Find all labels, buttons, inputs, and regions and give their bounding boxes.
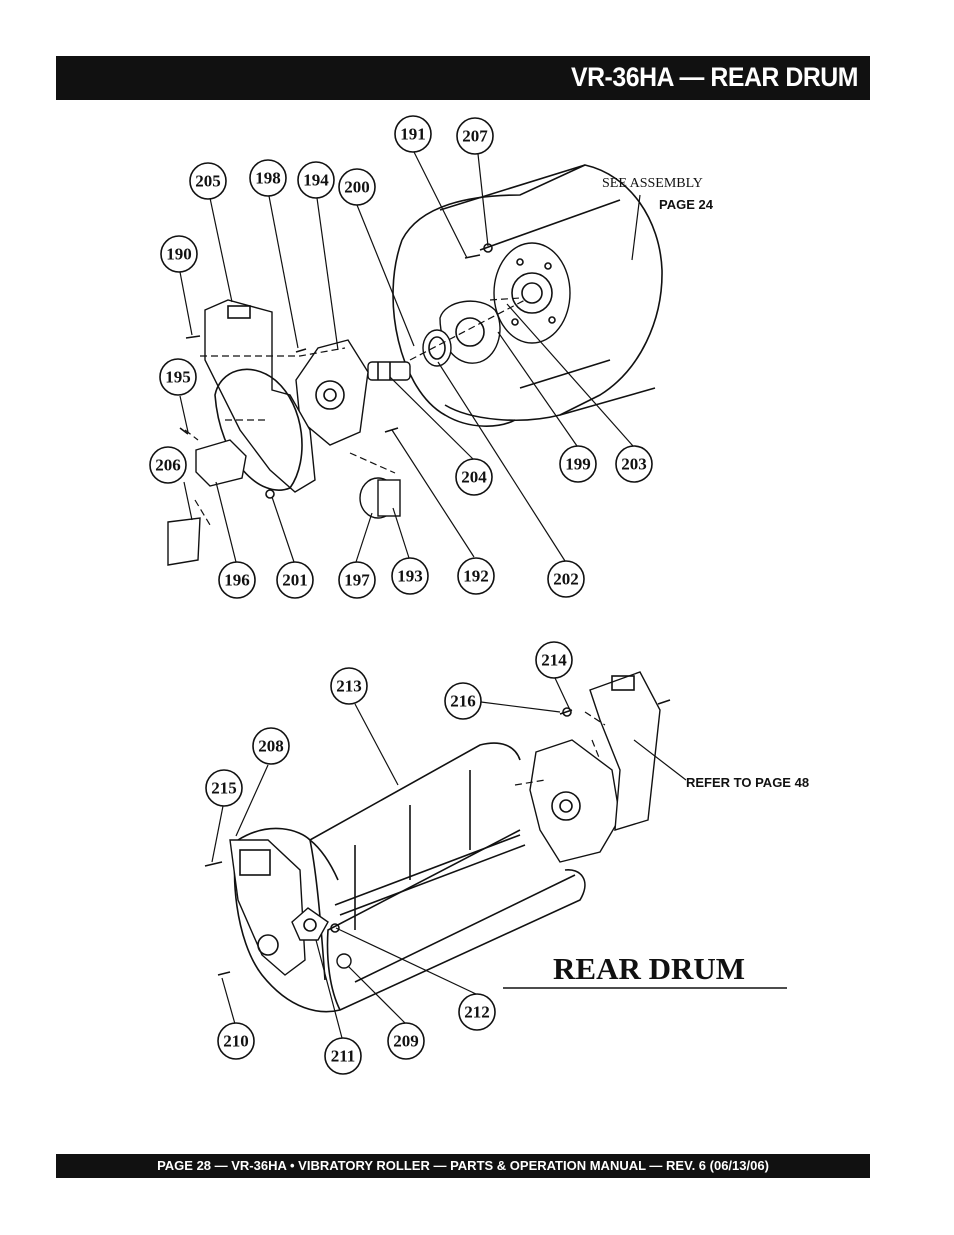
callout-190: 190 — [160, 235, 198, 273]
page-title: VR-36HA — REAR DRUM — [570, 62, 859, 92]
svg-text:209: 209 — [393, 1032, 419, 1051]
callout-193: 193 — [391, 557, 429, 595]
see-assembly-page-note: PAGE 24 — [659, 197, 714, 212]
svg-text:211: 211 — [331, 1047, 356, 1066]
callout-210: 210 — [217, 1022, 255, 1060]
callout-195: 195 — [159, 358, 197, 396]
callout-192: 192 — [457, 557, 495, 595]
svg-text:201: 201 — [282, 571, 308, 590]
callout-209: 209 — [387, 1022, 425, 1060]
top-leader-lines — [179, 151, 641, 563]
callout-212: 212 — [458, 993, 496, 1031]
callout-207: 207 — [456, 117, 494, 155]
svg-text:191: 191 — [400, 125, 426, 144]
svg-text:213: 213 — [336, 677, 362, 696]
svg-text:205: 205 — [195, 172, 221, 191]
rear-drum-label: REAR DRUM — [503, 951, 787, 989]
callout-196: 196 — [218, 561, 256, 599]
callout-197: 197 — [338, 561, 376, 599]
callout-203: 203 — [615, 445, 653, 483]
svg-text:198: 198 — [255, 169, 281, 188]
bottom-assembled-view — [204, 671, 671, 1013]
header-bar: VR-36HA — REAR DRUM — [56, 56, 870, 100]
callout-214: 214 — [535, 641, 573, 679]
callout-206: 206 — [149, 446, 187, 484]
callout-199: 199 — [559, 445, 597, 483]
svg-text:214: 214 — [541, 651, 567, 670]
svg-text:216: 216 — [450, 692, 476, 711]
refer-note: REFER TO PAGE 48 — [686, 775, 809, 790]
svg-text:192: 192 — [463, 567, 489, 586]
top-exploded-view — [167, 164, 663, 566]
svg-text:193: 193 — [397, 567, 423, 586]
callout-216: 216 — [444, 682, 482, 720]
svg-text:206: 206 — [155, 456, 181, 475]
bottom-leader-lines — [211, 677, 687, 1039]
footer-bar: PAGE 28 — VR-36HA • VIBRATORY ROLLER — P… — [56, 1154, 870, 1178]
callout-208: 208 — [252, 727, 290, 765]
callout-200: 200 — [338, 168, 376, 206]
callout-215: 215 — [205, 769, 243, 807]
svg-text:212: 212 — [464, 1003, 490, 1022]
callout-201: 201 — [276, 561, 314, 599]
callout-205: 205 — [189, 162, 227, 200]
svg-text:200: 200 — [344, 178, 370, 197]
svg-text:190: 190 — [166, 245, 192, 264]
svg-text:196: 196 — [224, 571, 250, 590]
callout-213: 213 — [330, 667, 368, 705]
svg-text:204: 204 — [461, 468, 487, 487]
see-assembly-note: SEE ASSEMBLY — [602, 176, 703, 191]
callout-211: 211 — [324, 1037, 362, 1075]
rear-drum-title: REAR DRUM — [553, 951, 745, 986]
svg-text:215: 215 — [211, 779, 237, 798]
callout-204: 204 — [455, 458, 493, 496]
callout-202: 202 — [547, 560, 585, 598]
callout-191: 191 — [394, 115, 432, 153]
svg-text:207: 207 — [462, 127, 488, 146]
callout-194: 194 — [297, 161, 335, 199]
svg-text:197: 197 — [344, 571, 370, 590]
svg-text:210: 210 — [223, 1032, 249, 1051]
svg-text:194: 194 — [303, 171, 329, 190]
svg-text:208: 208 — [258, 737, 284, 756]
footer-text: PAGE 28 — VR-36HA • VIBRATORY ROLLER — P… — [157, 1158, 769, 1173]
callout-198: 198 — [249, 159, 287, 197]
svg-text:203: 203 — [621, 455, 647, 474]
svg-text:195: 195 — [165, 368, 191, 387]
svg-text:202: 202 — [553, 570, 579, 589]
svg-text:199: 199 — [565, 455, 591, 474]
